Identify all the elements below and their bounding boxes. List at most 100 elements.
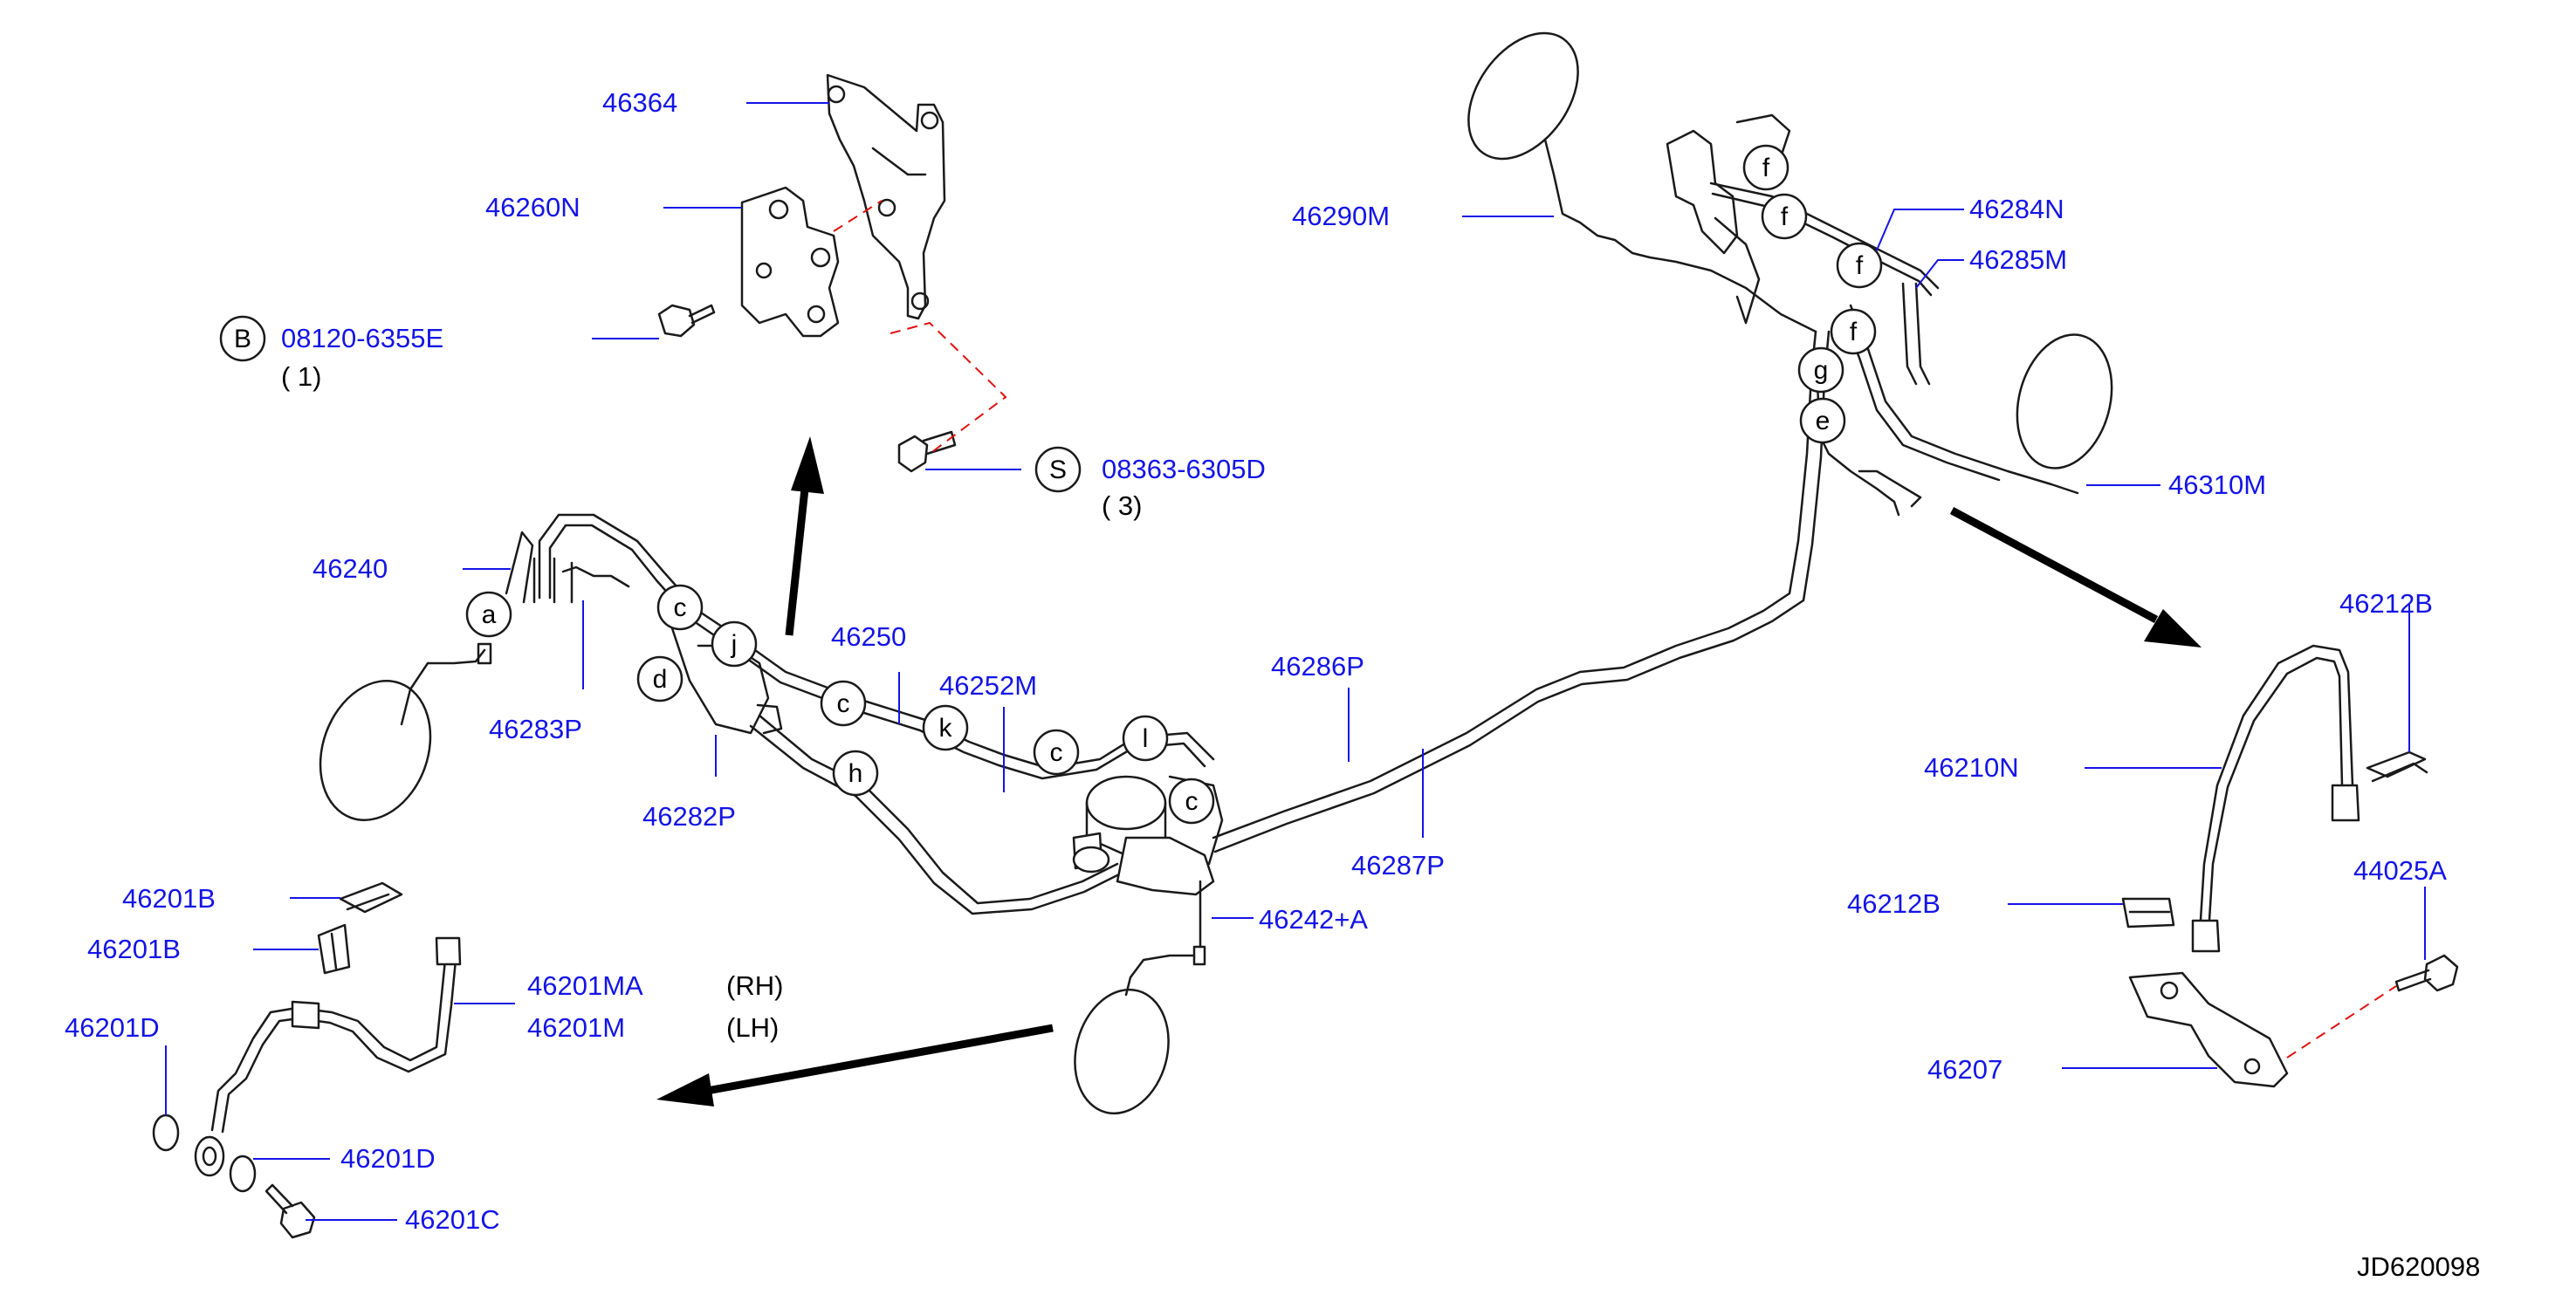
clip-marker-g: g — [1797, 346, 1844, 394]
label-46283P[interactable]: 46283P — [489, 714, 582, 744]
clip-46212B-mid — [2121, 897, 2175, 928]
bolt-badge: B — [219, 315, 266, 362]
label-rh: (RH) — [726, 970, 783, 1001]
arrow-to-rear-hose — [1949, 507, 2202, 648]
label-44025A[interactable]: 44025A — [2353, 855, 2447, 886]
wheel-cylinder-front-left — [319, 680, 432, 821]
svg-text:f: f — [1850, 318, 1858, 346]
phantom-line-valve-bracket — [833, 200, 883, 232]
arrow-up-to-valve — [785, 436, 824, 636]
bracket-46364-drawing — [826, 73, 946, 320]
label-46282P[interactable]: 46282P — [642, 801, 736, 832]
label-46285M[interactable]: 46285M — [1969, 244, 2067, 275]
clip-marker-c-1: c — [656, 584, 704, 631]
label-46287P[interactable]: 46287P — [1351, 850, 1445, 880]
rear-bracket-drawing — [1666, 113, 1791, 325]
label-46201M[interactable]: 46201M — [527, 1012, 625, 1043]
wheel-cylinder-rear-right — [2016, 333, 2113, 469]
label-46201B-2[interactable]: 46201B — [87, 934, 181, 964]
label-46240[interactable]: 46240 — [313, 553, 388, 584]
brake-hose-46210N-drawing — [2191, 644, 2360, 953]
label-46290M[interactable]: 46290M — [1292, 201, 1390, 231]
leader-lines — [165, 102, 2426, 1221]
label-46212B-mid[interactable]: 46212B — [1847, 888, 1941, 919]
svg-text:B: B — [234, 325, 251, 353]
label-46364[interactable]: 46364 — [602, 87, 677, 118]
clip-marker-a: a — [465, 591, 512, 638]
wheel-cylinder-rear-left — [1467, 31, 1817, 333]
banjo-fitting-drawing — [194, 1135, 225, 1177]
svg-text:h: h — [848, 759, 863, 788]
svg-text:c: c — [1050, 738, 1063, 767]
svg-text:c: c — [837, 689, 850, 718]
label-46201B-1[interactable]: 46201B — [122, 883, 216, 914]
valve-block-46260N-drawing — [740, 186, 840, 338]
screw-badge: S — [1034, 446, 1082, 493]
label-46212B-top[interactable]: 46212B — [2339, 588, 2433, 619]
clip-marker-f-4: f — [1830, 308, 1877, 355]
svg-text:k: k — [939, 714, 953, 743]
washer-46201D-1 — [152, 1113, 180, 1152]
clip-marker-f-1: f — [1742, 144, 1789, 191]
clip-marker-h: h — [832, 750, 879, 797]
clip-marker-l: l — [1122, 715, 1169, 762]
clip-marker-c-2: c — [820, 680, 867, 727]
label-46284N[interactable]: 46284N — [1969, 194, 2064, 224]
bolt-46201C-drawing — [264, 1183, 316, 1239]
label-46201D-2[interactable]: 46201D — [340, 1143, 436, 1174]
svg-text:f: f — [1781, 202, 1789, 231]
svg-text:a: a — [482, 600, 497, 629]
svg-text:f: f — [1856, 251, 1864, 280]
svg-text:S: S — [1049, 456, 1067, 484]
clip-marker-k: k — [922, 704, 969, 751]
phantom-line-bracket-bolt — [2286, 985, 2397, 1059]
clip-marker-c-3: c — [1033, 729, 1080, 776]
label-46210N[interactable]: 46210N — [1924, 752, 2019, 783]
label-46201C[interactable]: 46201C — [405, 1204, 500, 1235]
svg-text:g: g — [1814, 356, 1829, 385]
label-08363-6305D[interactable]: 08363-6305D — [1102, 454, 1266, 484]
label-08120-6355E[interactable]: 08120-6355E — [281, 323, 443, 353]
clip-marker-d: d — [636, 655, 683, 702]
center-brake-tubes-46286P-46287P — [1212, 330, 1831, 853]
label-46286P[interactable]: 46286P — [1271, 651, 1364, 682]
label-08363-qty: ( 3) — [1102, 490, 1143, 521]
bracket-46207-drawing — [2128, 971, 2289, 1088]
label-46207[interactable]: 46207 — [1927, 1054, 2002, 1085]
label-46260N[interactable]: 46260N — [485, 192, 580, 223]
clip-46212B-top — [2366, 750, 2428, 783]
clip-marker-f-3: f — [1836, 242, 1883, 289]
label-46201MA[interactable]: 46201MA — [527, 970, 643, 1001]
svg-text:l: l — [1143, 724, 1149, 753]
clip-46201B-2 — [317, 923, 351, 975]
svg-text:c: c — [1185, 787, 1199, 816]
label-46310M[interactable]: 46310M — [2168, 469, 2266, 500]
front-brake-tubes — [532, 513, 1215, 915]
clip-marker-f-2: f — [1761, 193, 1808, 240]
rear-brake-tubes-46284N-46285M — [1709, 182, 2079, 517]
svg-text:c: c — [674, 593, 687, 622]
label-46252M[interactable]: 46252M — [939, 670, 1037, 701]
arrow-to-front-hose — [656, 1024, 1054, 1107]
bolt-08120-drawing — [657, 304, 716, 338]
svg-text:j: j — [731, 630, 738, 659]
drawing-id: JD620098 — [2357, 1251, 2480, 1282]
svg-text:f: f — [1762, 154, 1770, 182]
screw-08363-drawing — [897, 430, 957, 473]
label-46250[interactable]: 46250 — [831, 621, 906, 652]
label-08120-qty: ( 1) — [281, 361, 322, 392]
label-lh: (LH) — [726, 1012, 779, 1043]
brake-hose-46240-drawing — [400, 531, 534, 726]
clip-marker-c-4: c — [1168, 778, 1215, 825]
label-46242A[interactable]: 46242+A — [1259, 904, 1368, 935]
bolt-44025A-drawing — [2394, 954, 2459, 992]
clip-46201B-1 — [339, 881, 403, 914]
master-cylinder-drawing — [1072, 775, 1224, 896]
svg-text:d: d — [653, 665, 668, 694]
svg-text:e: e — [1816, 407, 1831, 435]
washer-46201D-2 — [229, 1155, 257, 1193]
clip-marker-e: e — [1799, 397, 1846, 444]
wheel-cylinder-front-right — [1074, 880, 1206, 1115]
label-46201D-1[interactable]: 46201D — [65, 1012, 160, 1043]
